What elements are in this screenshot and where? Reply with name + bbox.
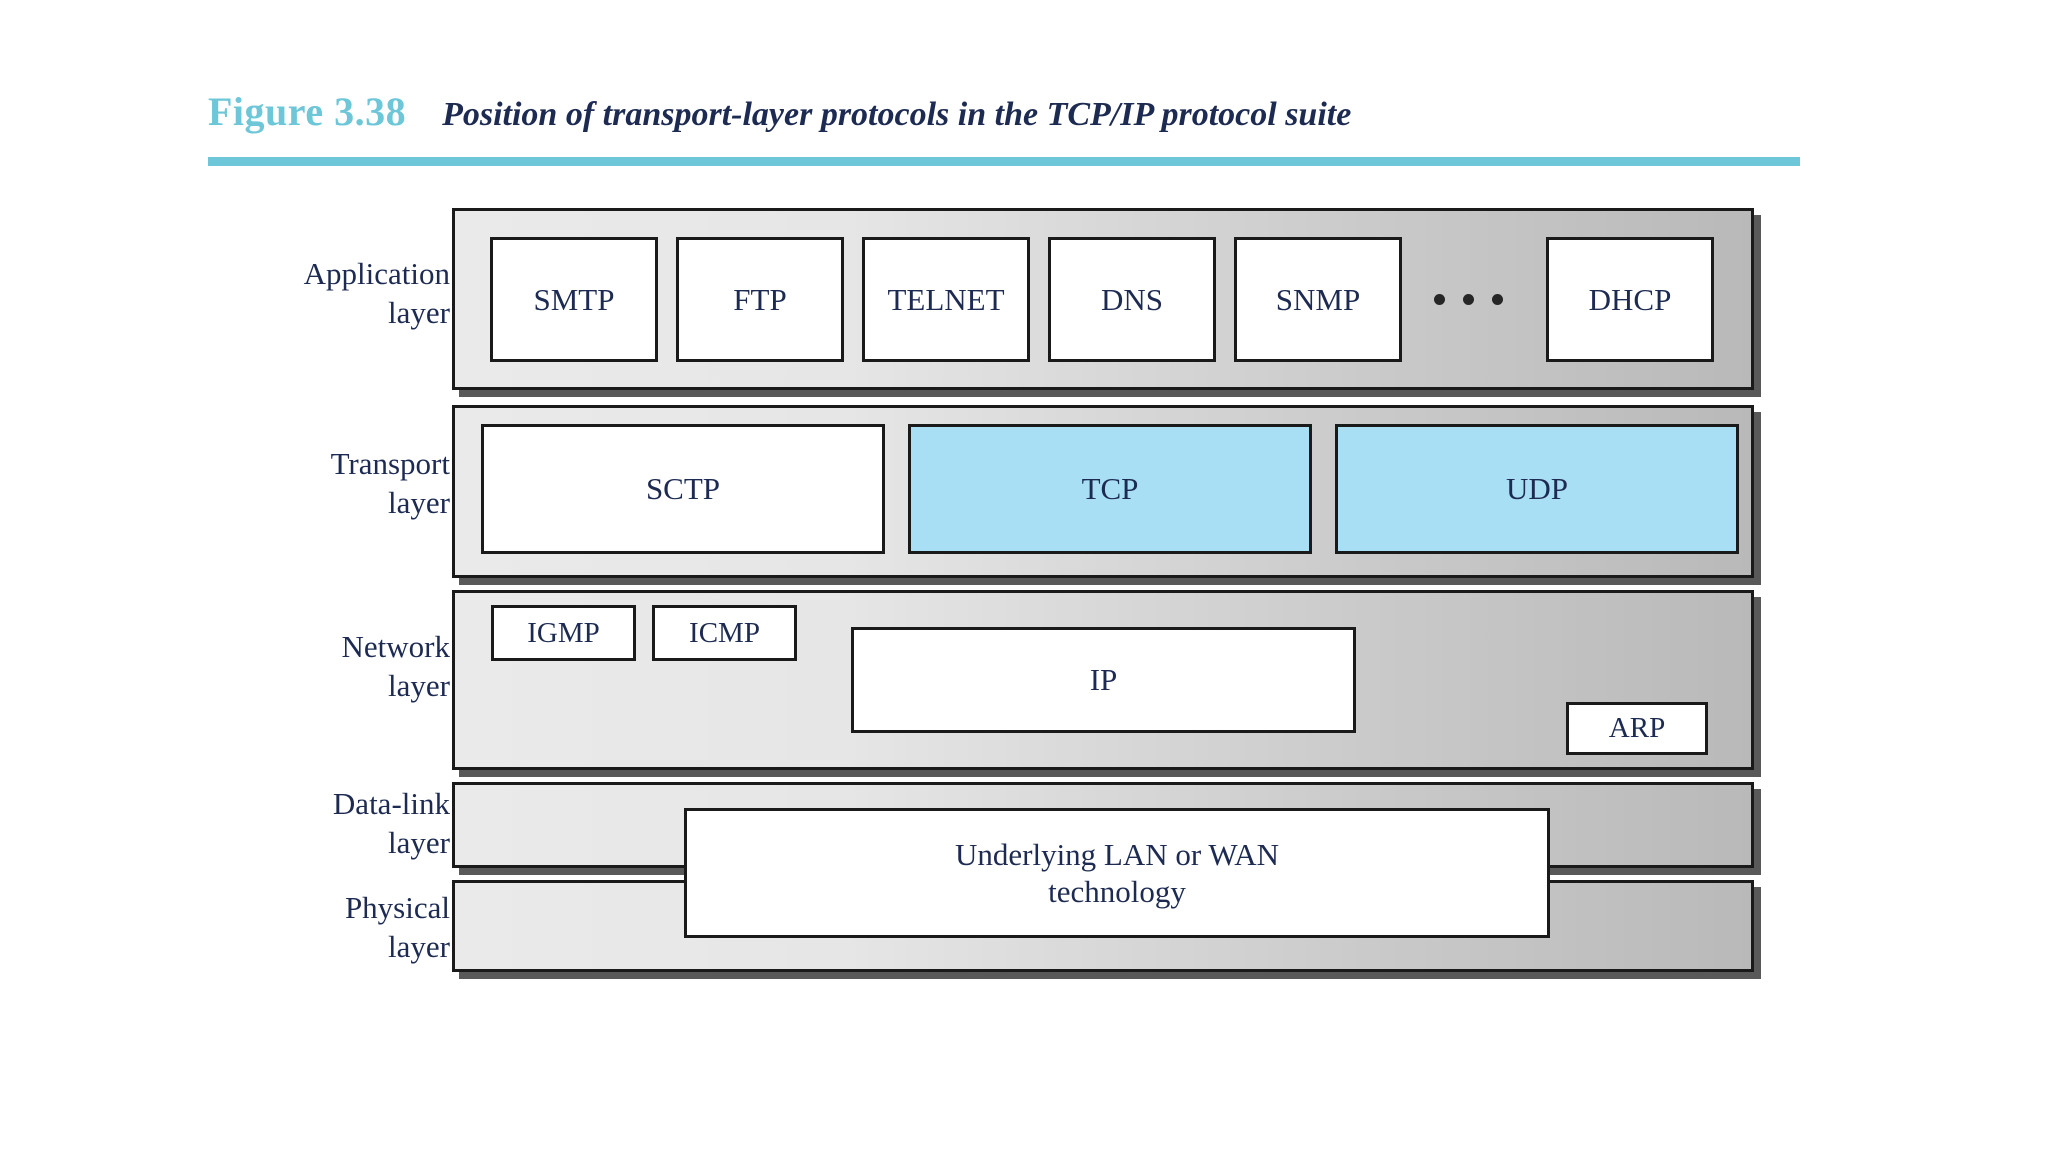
- layer-label-transport-line1: Transport: [330, 446, 450, 481]
- layer-label-transport-line2: layer: [388, 484, 450, 520]
- protocol-box-udp[interactable]: UDP: [1335, 424, 1739, 554]
- layer-label-transport: Transport layer: [200, 445, 450, 523]
- protocol-box-icmp[interactable]: ICMP: [652, 605, 797, 661]
- protocol-box-dhcp[interactable]: DHCP: [1546, 237, 1714, 362]
- protocol-box-telnet[interactable]: TELNET: [862, 237, 1030, 362]
- protocol-box-ftp[interactable]: FTP: [676, 237, 844, 362]
- protocol-box-dns[interactable]: DNS: [1048, 237, 1216, 362]
- layer-label-network: Network layer: [200, 628, 450, 706]
- layer-label-physical-line2: layer: [388, 928, 450, 964]
- protocol-box-sctp[interactable]: SCTP: [481, 424, 885, 554]
- protocol-box-dns-label: DNS: [1100, 281, 1163, 317]
- protocol-box-sctp-label: SCTP: [645, 471, 721, 507]
- figure-number: Figure 3.38: [208, 89, 407, 134]
- protocol-box-tcp[interactable]: TCP: [908, 424, 1312, 554]
- protocol-box-udp-label: UDP: [1505, 471, 1568, 507]
- layer-label-application: Application layer: [200, 255, 450, 333]
- layer-label-physical: Physical layer: [200, 889, 450, 967]
- layer-label-application-line2: layer: [388, 294, 450, 330]
- layer-label-physical-line1: Physical: [344, 890, 450, 925]
- layer-label-network-line1: Network: [341, 629, 450, 664]
- ellipsis-dots-icon: [1434, 294, 1503, 305]
- protocol-box-telnet-label: TELNET: [887, 281, 1005, 317]
- figure-header: Figure 3.38 Position of transport-layer …: [208, 88, 1608, 148]
- layer-label-application-line1: Application: [303, 256, 450, 291]
- layer-label-data-link-line1: Data-link: [332, 786, 450, 821]
- underlying-lan-wan-line1: Underlying LAN or WAN: [954, 836, 1280, 872]
- layer-label-data-link-line2: layer: [388, 824, 450, 860]
- layer-label-data-link: Data-link layer: [200, 785, 450, 863]
- protocol-box-dhcp-label: DHCP: [1588, 281, 1672, 317]
- protocol-box-snmp[interactable]: SNMP: [1234, 237, 1402, 362]
- protocol-box-tcp-label: TCP: [1081, 471, 1139, 507]
- underlying-lan-wan-box[interactable]: Underlying LAN or WAN technology: [684, 808, 1550, 938]
- layer-label-network-line2: layer: [388, 667, 450, 703]
- protocol-box-smtp-label: SMTP: [533, 281, 615, 317]
- protocol-box-igmp[interactable]: IGMP: [491, 605, 636, 661]
- underlying-lan-wan-line2: technology: [1048, 874, 1186, 909]
- protocol-box-snmp-label: SNMP: [1275, 281, 1361, 317]
- protocol-box-ip[interactable]: IP: [851, 627, 1356, 733]
- protocol-box-igmp-label: IGMP: [527, 616, 600, 649]
- protocol-box-ftp-label: FTP: [733, 281, 787, 317]
- protocol-box-arp[interactable]: ARP: [1566, 702, 1708, 755]
- protocol-box-icmp-label: ICMP: [689, 616, 760, 649]
- figure-caption: Position of transport-layer protocols in…: [442, 96, 1352, 133]
- protocol-box-arp-label: ARP: [1608, 712, 1666, 745]
- figure-rule-divider: [208, 157, 1800, 166]
- protocol-box-ip-label: IP: [1089, 662, 1118, 698]
- protocol-box-smtp[interactable]: SMTP: [490, 237, 658, 362]
